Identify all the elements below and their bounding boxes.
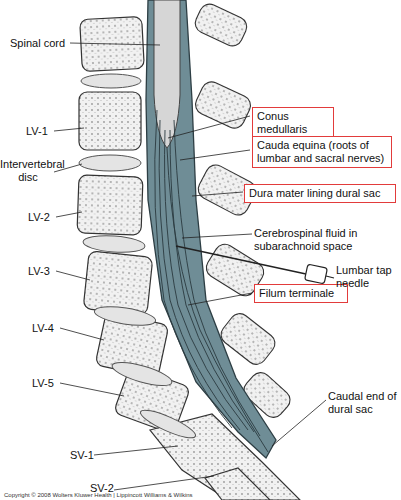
callout-text: Conus medullaris <box>257 110 329 136</box>
part-label: LV-5 <box>32 377 62 390</box>
part-label: LV-3 <box>28 265 58 278</box>
part-label: Intervertebral disc <box>0 158 56 184</box>
callout-box: Filum terminale <box>254 284 348 303</box>
callout-box: Conus medullaris <box>252 107 334 139</box>
part-label: LV-1 <box>26 125 56 138</box>
part-label: Caudal end of dural sac <box>328 390 400 416</box>
part-label: SV-1 <box>70 449 100 462</box>
part-label: Copyright © 2008 Wolters Kluwer Health |… <box>4 492 304 499</box>
callout-text: Dura mater lining dural sac <box>249 187 391 200</box>
part-label: Cerebrospinal fluid in subarachnoid spac… <box>254 227 394 253</box>
part-label: Lumbar tap needle <box>336 264 398 290</box>
callout-text: Filum terminale <box>259 287 343 300</box>
callout-box: Dura mater lining dural sac <box>244 184 396 203</box>
callout-text: Cauda equina (roots of lumbar and sacral… <box>257 139 387 165</box>
part-label: LV-4 <box>32 322 62 335</box>
part-label: LV-2 <box>28 211 58 224</box>
part-label: Spinal cord <box>10 37 72 50</box>
callout-box: Cauda equina (roots of lumbar and sacral… <box>252 136 392 168</box>
